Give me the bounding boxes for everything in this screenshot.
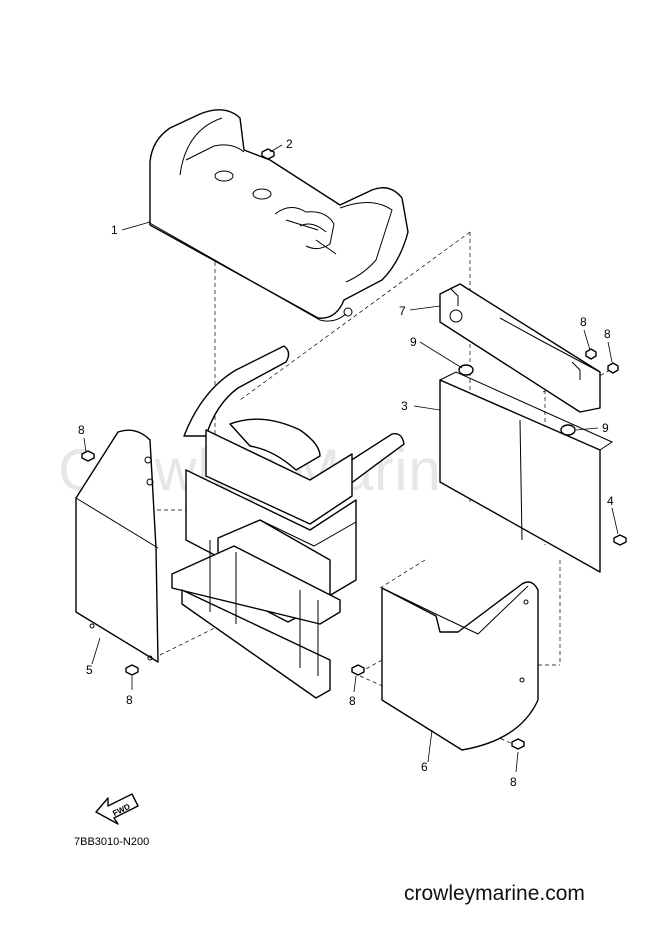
diagram-code: 7BB3010-N200 (74, 836, 150, 848)
callout-4: 4 (607, 494, 614, 508)
bolt-parts (81, 148, 627, 750)
callout-1: 1 (111, 223, 118, 237)
callout-8: 8 (510, 775, 517, 789)
callout-8: 8 (604, 327, 611, 341)
callout-8: 8 (78, 423, 85, 437)
left-side-plate-part (75, 429, 159, 663)
callout-8: 8 (349, 694, 356, 708)
site-url: crowleymarine.com (404, 882, 585, 905)
callout-8: 8 (580, 315, 587, 329)
center-frame-part (171, 345, 405, 699)
upper-plate-part (439, 283, 601, 413)
mid-plate-part (439, 371, 614, 573)
callout-9: 9 (410, 335, 417, 349)
top-cover-part (147, 109, 409, 322)
callout-5: 5 (86, 663, 93, 677)
grommet-parts (458, 364, 576, 436)
leader-lines (83, 144, 619, 773)
callout-2: 2 (286, 137, 293, 151)
callout-8: 8 (126, 693, 133, 707)
callout-3: 3 (401, 399, 408, 413)
callout-6: 6 (421, 760, 428, 774)
right-side-plate-part (381, 581, 539, 751)
callout-9: 9 (602, 421, 609, 435)
callout-7: 7 (399, 304, 406, 318)
fwd-arrow-icon: FWD (95, 793, 139, 825)
callout-labels: 1 2 3 4 5 6 7 8 8 8 8 8 8 9 9 (78, 137, 614, 789)
